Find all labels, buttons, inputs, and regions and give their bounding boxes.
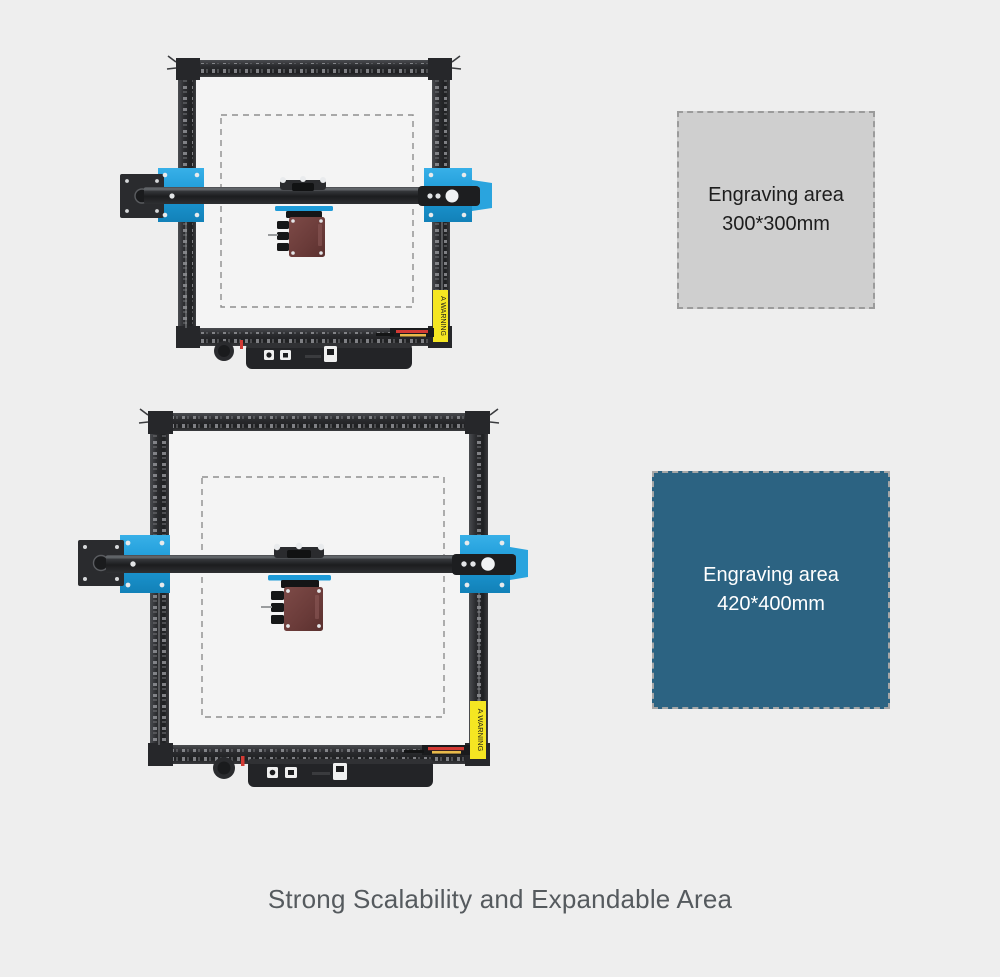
laser-head-module (268, 217, 325, 257)
control-box (214, 340, 412, 369)
machine-small-svg: A WARNING (120, 55, 492, 369)
engraving-area-large-title: Engraving area (703, 564, 839, 586)
corner-clips (166, 55, 462, 70)
laser-head-module (261, 587, 323, 631)
warning-label: A WARNING (470, 701, 486, 759)
machine-large-svg: A WARNING (78, 408, 528, 787)
svg-text:A WARNING: A WARNING (476, 709, 485, 752)
head-carriage (268, 542, 331, 588)
engraving-area-callout-small: Engraving area 300*300mm (677, 111, 875, 309)
engraving-area-outline (220, 114, 414, 308)
engraving-area-small-size: 300*300mm (722, 213, 830, 235)
gantry-assembly (120, 168, 492, 257)
engraving-area-small-title: Engraving area (708, 184, 844, 206)
control-box (213, 756, 433, 787)
engraving-area-outline (201, 476, 445, 718)
power-switch[interactable] (240, 340, 243, 349)
laser-engraver-large: A WARNING (70, 395, 530, 805)
svg-text:A WARNING: A WARNING (439, 296, 446, 336)
engraving-area-large-size: 420*400mm (717, 593, 825, 615)
x-axis-gantry-beam (106, 555, 516, 573)
warning-label: A WARNING (433, 290, 448, 342)
corner-clips (138, 408, 500, 424)
laser-engraver-small: A WARNING (100, 40, 500, 380)
head-blue-plate (275, 206, 333, 211)
power-switch[interactable] (241, 756, 245, 766)
engraving-area-callout-large: Engraving area 420*400mm (652, 471, 890, 709)
page-caption: Strong Scalability and Expandable Area (267, 884, 733, 914)
head-blue-plate (268, 575, 331, 581)
x-axis-gantry-beam (144, 187, 480, 204)
head-carriage (275, 176, 333, 218)
gantry-assembly (78, 535, 528, 631)
wiring-harness (404, 745, 470, 755)
wiring-harness (376, 328, 434, 337)
